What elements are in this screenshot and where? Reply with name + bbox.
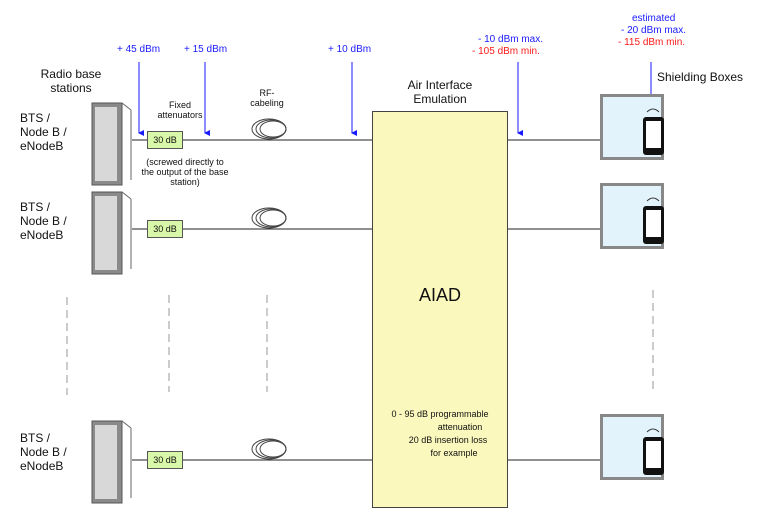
aiad-title: AIAD	[418, 285, 461, 305]
ellipsis-dashes	[66, 290, 654, 395]
bts-cabinet-icon	[91, 102, 132, 186]
aiad-note-4: for example	[430, 448, 478, 458]
bts-label: BTS / Node B / eNodeB	[20, 111, 67, 153]
phone-icon	[643, 108, 664, 155]
air-interface-emulation-label: Air Interface Emulation	[407, 78, 473, 106]
bts-cabinet-icon	[91, 420, 132, 504]
bts-label: BTS / Node B / eNodeB	[20, 431, 67, 473]
screwed-note: (screwed directly to the output of the b…	[141, 157, 229, 187]
level-estimated-max: - 20 dBm max.	[621, 25, 687, 36]
level-after-attenuator: + 15 dBm	[184, 44, 228, 55]
radio-base-stations-label: Radio base stations	[40, 67, 102, 95]
level-aiad-out-min: - 105 dBm min.	[472, 46, 540, 57]
bts-cabinets	[91, 102, 132, 504]
shielding-boxes-label: Shielding Boxes	[657, 70, 744, 84]
level-aiad-out-max: - 10 dBm max.	[478, 34, 544, 45]
level-estimated-min: - 115 dBm min.	[618, 37, 686, 48]
aiad-note-1: 0 - 95 dB programmable	[391, 409, 489, 419]
rf-cabeling-label: RF-cabeling	[250, 88, 284, 108]
aiad-note-3: 20 dB insertion loss	[408, 435, 488, 445]
attenuator: 30 dB	[147, 131, 183, 149]
bts-cabinet-icon	[91, 191, 132, 275]
attenuator: 30 dB	[147, 451, 183, 469]
level-bts-out: + 45 dBm	[117, 44, 161, 55]
phone-icon	[643, 197, 664, 244]
phone-icon	[643, 428, 664, 475]
level-arrows	[138, 62, 656, 136]
attenuator: 30 dB	[147, 220, 183, 238]
fixed-attenuators-label: Fixed attenuators	[157, 100, 203, 120]
aiad-note-2: attenuation	[437, 422, 483, 432]
level-estimated-label: estimated	[632, 13, 676, 24]
bts-label: BTS / Node B / eNodeB	[20, 200, 67, 242]
level-aiad-in: + 10 dBm	[328, 44, 372, 55]
aiad-box: AIAD 0 - 95 dB programmable attenuation …	[372, 111, 508, 508]
rf-cable-coils	[251, 118, 287, 460]
